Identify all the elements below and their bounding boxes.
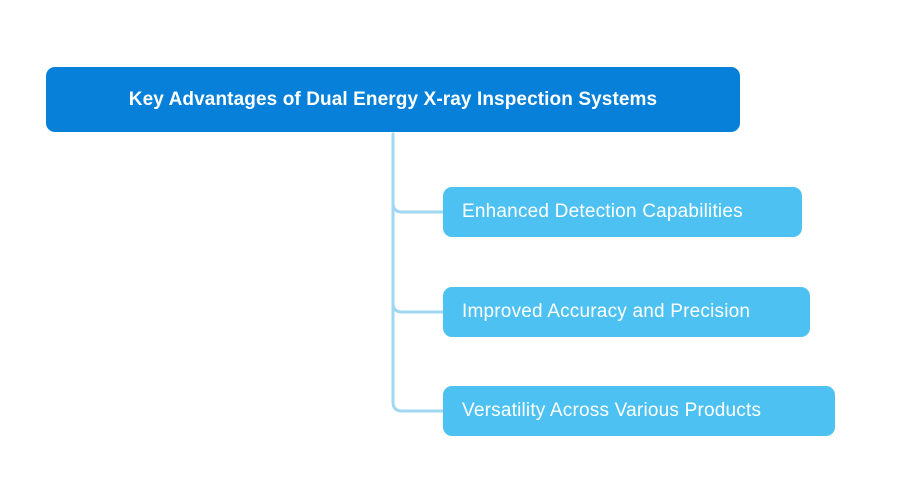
- connector-branch-to-child-1: [391, 201, 445, 214]
- child-node-label: Versatility Across Various Products: [462, 400, 762, 421]
- root-node[interactable]: Key Advantages of Dual Energy X-ray Insp…: [46, 67, 740, 132]
- child-node-enhanced-detection[interactable]: Enhanced Detection Capabilities: [443, 187, 802, 237]
- root-node-label: Key Advantages of Dual Energy X-ray Insp…: [128, 88, 658, 110]
- connector-branch-to-child-2: [391, 301, 445, 314]
- child-node-label: Improved Accuracy and Precision: [462, 301, 751, 322]
- child-node-versatility[interactable]: Versatility Across Various Products: [443, 386, 835, 436]
- connector-trunk-to-child-3: [391, 132, 445, 413]
- child-node-improved-accuracy[interactable]: Improved Accuracy and Precision: [443, 287, 810, 337]
- child-node-label: Enhanced Detection Capabilities: [462, 201, 743, 222]
